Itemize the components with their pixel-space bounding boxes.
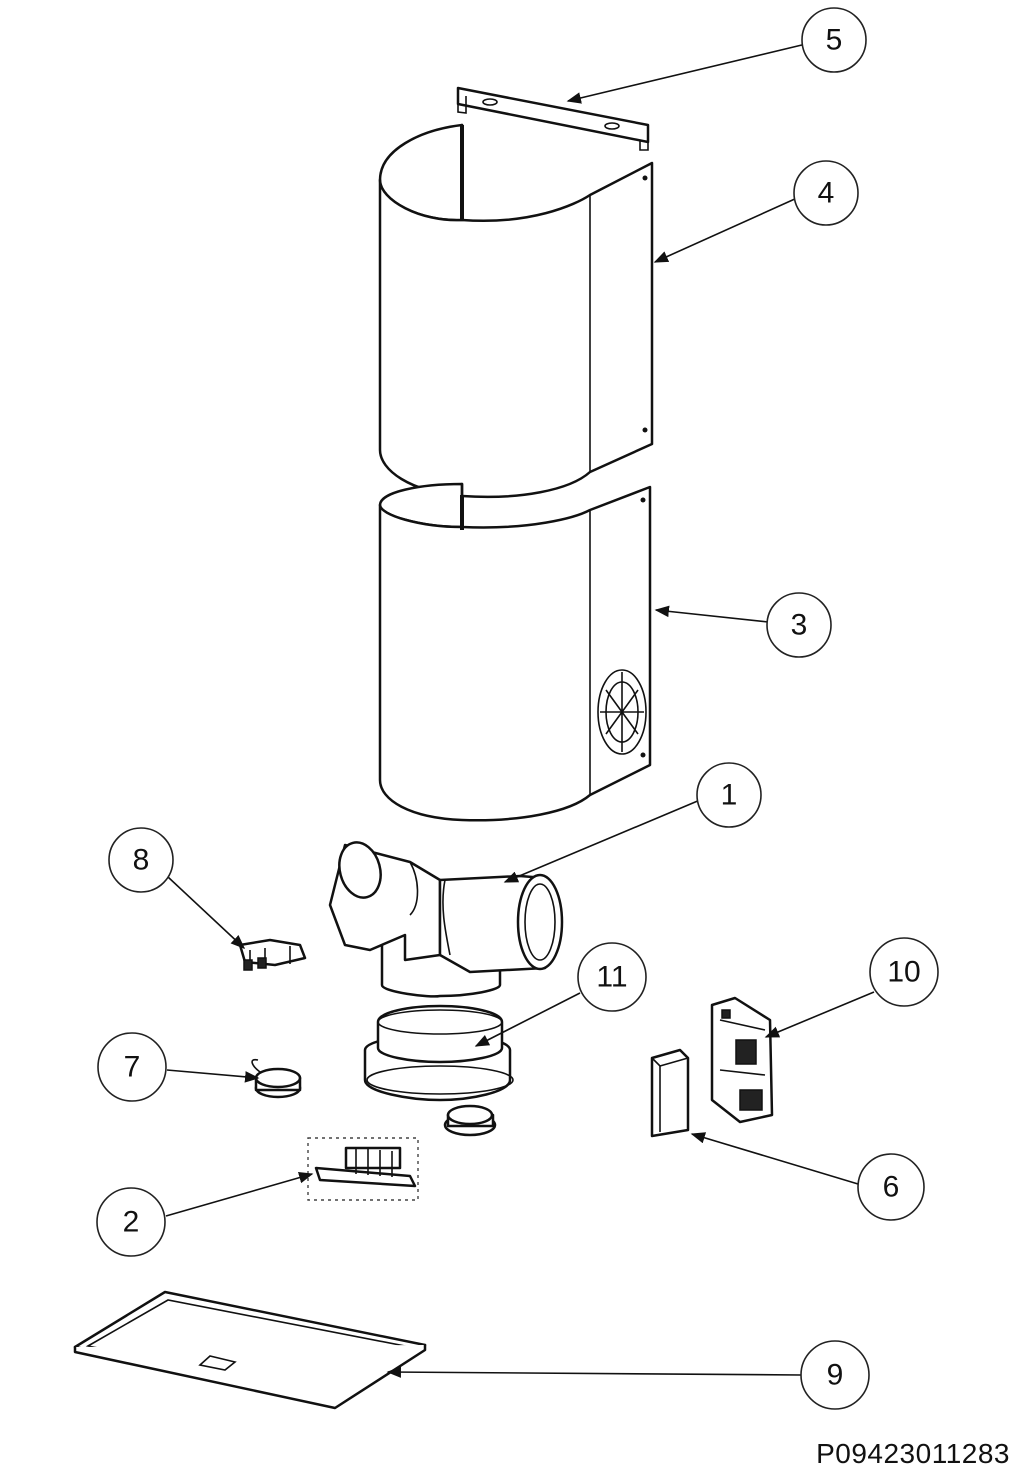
leader-lines (165, 43, 875, 1378)
lamp-holder-duplicate (443, 1104, 497, 1137)
callout-10: 10 (869, 937, 939, 1007)
callout-8: 8 (108, 827, 174, 893)
callout-label: 3 (791, 609, 808, 642)
part-2-switch-module (307, 1137, 419, 1201)
callout-label: 9 (827, 1359, 844, 1392)
part-6-control-cover (650, 1048, 690, 1138)
callout-3: 3 (766, 592, 832, 658)
callout-11: 11 (577, 942, 647, 1012)
part-10-control-board (710, 996, 774, 1124)
callout-label: 5 (826, 24, 843, 57)
callout-label: 4 (818, 177, 835, 210)
callout-label: 11 (596, 961, 627, 994)
part-11-adapter-ring (363, 1004, 514, 1102)
part-8-clip (238, 938, 307, 971)
part-3-lower-chimney-cover (378, 482, 652, 822)
drawing-code: P09423011283 (816, 1438, 1010, 1469)
callout-6: 6 (857, 1153, 925, 1221)
callout-4: 4 (793, 160, 859, 226)
callout-7: 7 (97, 1032, 167, 1102)
callout-5: 5 (801, 7, 867, 73)
part-7-lamp-holder (251, 1058, 302, 1099)
callout-9: 9 (800, 1340, 870, 1410)
part-1-air-outlet (328, 841, 564, 998)
callout-label: 7 (124, 1051, 141, 1084)
callout-label: 8 (133, 844, 150, 877)
part-5-mounting-bracket (456, 86, 650, 151)
part-9-grease-filter (73, 1290, 427, 1410)
part-4-upper-chimney-cover (378, 123, 654, 499)
callout-label: 2 (123, 1206, 140, 1239)
callout-2: 2 (96, 1187, 166, 1257)
callout-label: 6 (883, 1171, 900, 1204)
vent-grille-icon (597, 669, 647, 755)
callout-1: 1 (696, 762, 762, 828)
callout-label: 1 (721, 779, 738, 812)
callout-label: 10 (887, 956, 920, 989)
